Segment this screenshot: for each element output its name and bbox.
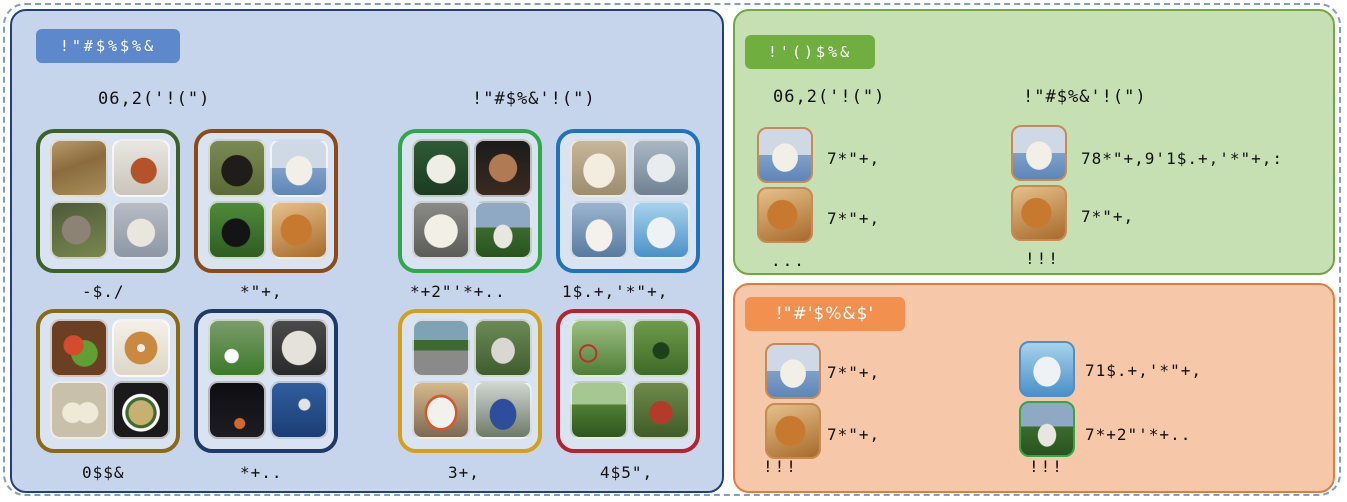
bottom-right-badge: !"#'$%&$' <box>745 297 905 331</box>
fox-image <box>112 139 170 197</box>
ambulance-image <box>412 381 470 439</box>
group-lawn <box>556 309 700 453</box>
hand-ball-image <box>474 139 532 197</box>
soccer-ball-image <box>208 319 266 377</box>
polar-bear-image <box>270 139 328 197</box>
polar-bears-fighting-image <box>570 201 628 259</box>
brown-bear-image <box>270 201 328 259</box>
group-canines <box>36 129 180 273</box>
tr-ellipsis-b: !!! <box>1025 249 1060 268</box>
lawn-mower-image <box>632 319 690 377</box>
red-mower-image <box>632 381 690 439</box>
tr-brown-bear-thumb <box>757 187 813 243</box>
br-row2-b-text: 7*+2"'*+.. <box>1085 425 1192 444</box>
noodle-image <box>112 381 170 439</box>
golf-cart-image <box>474 319 532 377</box>
black-bear-grass-image <box>208 201 266 259</box>
polar-bears-pair-image <box>632 139 690 197</box>
blue-car-image <box>474 381 532 439</box>
top-right-badge: !'()$%& <box>745 35 875 69</box>
tr-polar-bear-thumb-b <box>1011 125 1067 181</box>
group-balls <box>194 309 338 453</box>
race-car-image <box>412 319 470 377</box>
tr-row1-b-text: 78*"+,9'1$.+,'*"+,: <box>1081 149 1284 168</box>
tr-polar-bear-thumb <box>757 127 813 183</box>
br-ellipsis-a: !!! <box>763 457 798 476</box>
outer-dashed-frame <box>3 3 1341 496</box>
label-group-2: *"+, <box>240 282 283 301</box>
wolf-image <box>50 201 108 259</box>
left-panel: !"#$%$%& 06,2('!(") !"#$%&'!(") -$./ *"+… <box>10 9 724 493</box>
label-group-5: 0$$& <box>82 463 125 482</box>
bicycle-image <box>570 319 628 377</box>
label-group-1: -$./ <box>82 282 125 301</box>
br-polar-bear-thumb <box>765 343 821 399</box>
group-food <box>36 309 180 453</box>
volleyball-image <box>270 381 328 439</box>
tr-brown-bear-thumb-b <box>1011 185 1067 241</box>
br-row2-a-text: 7*"+, <box>827 425 881 444</box>
left-panel-badge: !"#$%$%& <box>36 29 180 63</box>
label-group-7: 3+, <box>448 463 480 482</box>
basketball-hoop-image <box>208 381 266 439</box>
br-brown-bear-thumb <box>765 403 821 459</box>
tr-row2-a-text: 7*"+, <box>827 209 881 228</box>
signed-baseball-image <box>412 201 470 259</box>
tr-col-b-title: !"#$%&'!(") <box>1023 87 1147 107</box>
left-col-b-title: !"#$%&'!(") <box>472 89 596 109</box>
group-baseballs <box>398 129 542 273</box>
br-ellipsis-b: !!! <box>1029 457 1064 476</box>
salad-image <box>50 319 108 377</box>
top-right-panel: !'()$%& 06,2('!(") !"#$%&'!(") 7*"+, 7*"… <box>733 9 1335 275</box>
label-group-8: 4$5", <box>600 463 654 482</box>
group-bears <box>194 129 338 273</box>
label-group-6: *+.. <box>240 463 283 482</box>
br-baseball-field-thumb <box>1019 401 1075 457</box>
group-polar-bears <box>556 129 700 273</box>
baseball-field-image <box>474 201 532 259</box>
tr-col-a-title: 06,2('!(") <box>773 87 886 107</box>
white-wolf-image <box>112 201 170 259</box>
polar-bear-lying-image <box>570 139 628 197</box>
black-bear-image <box>208 139 266 197</box>
garden-image <box>570 381 628 439</box>
polar-bear-water-image <box>632 201 690 259</box>
bottom-right-panel: !"#'$%&$' 7*"+, 7*"+, !!! 71$.+,'*"+, 7*… <box>733 283 1335 493</box>
bagel-image <box>112 319 170 377</box>
tr-row2-b-text: 7*"+, <box>1081 207 1135 226</box>
coyote-image <box>50 139 108 197</box>
br-polar-bear-water-thumb <box>1019 341 1075 397</box>
tr-row1-a-text: 7*"+, <box>827 149 881 168</box>
baseball-closeup-image <box>270 319 328 377</box>
group-vehicles <box>398 309 542 453</box>
tr-ellipsis-a: ... <box>771 251 806 270</box>
left-col-a-title: 06,2('!(") <box>98 89 211 109</box>
dumpling-image <box>50 381 108 439</box>
br-row1-a-text: 7*"+, <box>827 363 881 382</box>
label-group-3: *+2"'*+.. <box>410 282 506 301</box>
br-row1-b-text: 71$.+,'*"+, <box>1085 361 1202 380</box>
label-group-4: 1$.+,'*"+, <box>562 282 669 301</box>
baseball-image <box>412 139 470 197</box>
